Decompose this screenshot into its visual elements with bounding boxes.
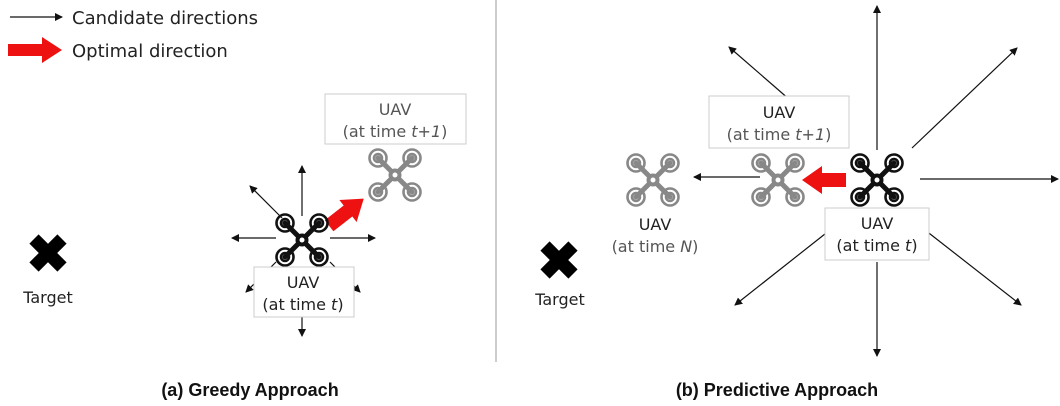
panel-greedy: Target UAV (at time t+1) UAV (at time t)… [22,93,467,400]
uav-far-icon [628,155,679,206]
uav-next-icon [753,155,804,206]
candidate-arrow-down-left [734,229,831,306]
uav-next-label-box [708,95,850,149]
candidate-arrow-up-right [911,47,1018,149]
target-label: Target [534,290,585,309]
uav-next-time: (at time t+1) [727,125,832,144]
legend-candidate-label: Candidate directions [72,8,258,29]
uav-current-label-box [253,266,355,318]
optimal-direction-legend-arrow [8,37,62,63]
uav-current-icon [852,155,903,206]
uav-current-title: UAV [861,214,894,233]
uav-next-title: UAV [763,103,796,122]
optimal-direction-arrow [324,198,364,232]
uav-far-time: (at time N) [612,237,699,256]
uav-next-label: UAV [379,100,412,119]
uav-current-time: (at time t) [836,236,917,255]
caption-predictive: (b) Predictive Approach [676,380,878,400]
candidate-arrow-down-right [924,229,1022,306]
candidate-arrow-up-left [249,185,283,219]
uav-current-title: UAV [287,273,320,292]
target-x-icon [34,239,62,267]
target-x-icon [545,246,573,274]
target-label: Target [22,288,73,307]
uav-current-time: (at time t) [262,295,343,314]
uav-far-title: UAV [639,215,672,234]
uav-next-label-box [324,93,467,145]
legend: Candidate directions Optimal direction [8,8,258,63]
legend-optimal-label: Optimal direction [72,41,228,62]
uav-next-icon [370,150,421,201]
uav-current-label-box [824,207,930,261]
optimal-direction-arrow [802,166,846,194]
uav-next-time: (at time t+1) [343,122,448,141]
uav-next-title: UAV [379,100,412,119]
caption-greedy: (a) Greedy Approach [161,380,338,400]
uav-current-icon [277,215,328,266]
panel-predictive: Target UAV (at time t+1) UAV (at time N)… [534,5,1059,400]
